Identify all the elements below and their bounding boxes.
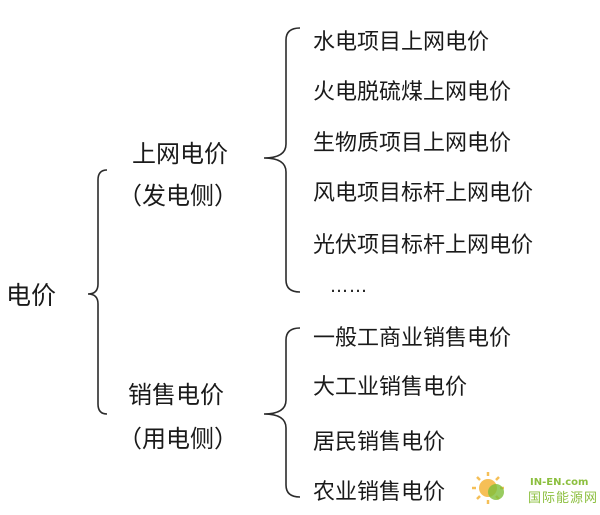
watermark-en: IN-EN.com xyxy=(530,477,589,488)
category-sublabel-sales: （用电侧） xyxy=(118,425,238,453)
watermark-logo-icon xyxy=(472,472,504,504)
grid-item: 生物质项目上网电价 xyxy=(313,131,512,156)
grid-item: 水电项目上网电价 xyxy=(313,30,490,55)
upper-brace xyxy=(263,27,301,293)
root-brace xyxy=(87,169,108,415)
lower-brace xyxy=(263,327,301,498)
sales-item: 一般工商业销售电价 xyxy=(313,326,512,351)
grid-ellipsis: …… xyxy=(330,276,368,297)
sales-item: 居民销售电价 xyxy=(313,430,446,455)
category-sublabel-grid: （发电侧） xyxy=(118,182,238,210)
grid-item: 火电脱硫煤上网电价 xyxy=(313,80,512,105)
category-label-grid: 上网电价 xyxy=(132,140,228,168)
root-label: 电价 xyxy=(6,281,57,310)
grid-item: 风电项目标杆上网电价 xyxy=(313,181,534,206)
sales-item: 大工业销售电价 xyxy=(313,375,468,400)
category-label-sales: 销售电价 xyxy=(128,381,224,409)
grid-item: 光伏项目标杆上网电价 xyxy=(313,233,534,258)
watermark-cn: 国际能源网 xyxy=(528,491,599,506)
sales-item: 农业销售电价 xyxy=(313,480,446,505)
